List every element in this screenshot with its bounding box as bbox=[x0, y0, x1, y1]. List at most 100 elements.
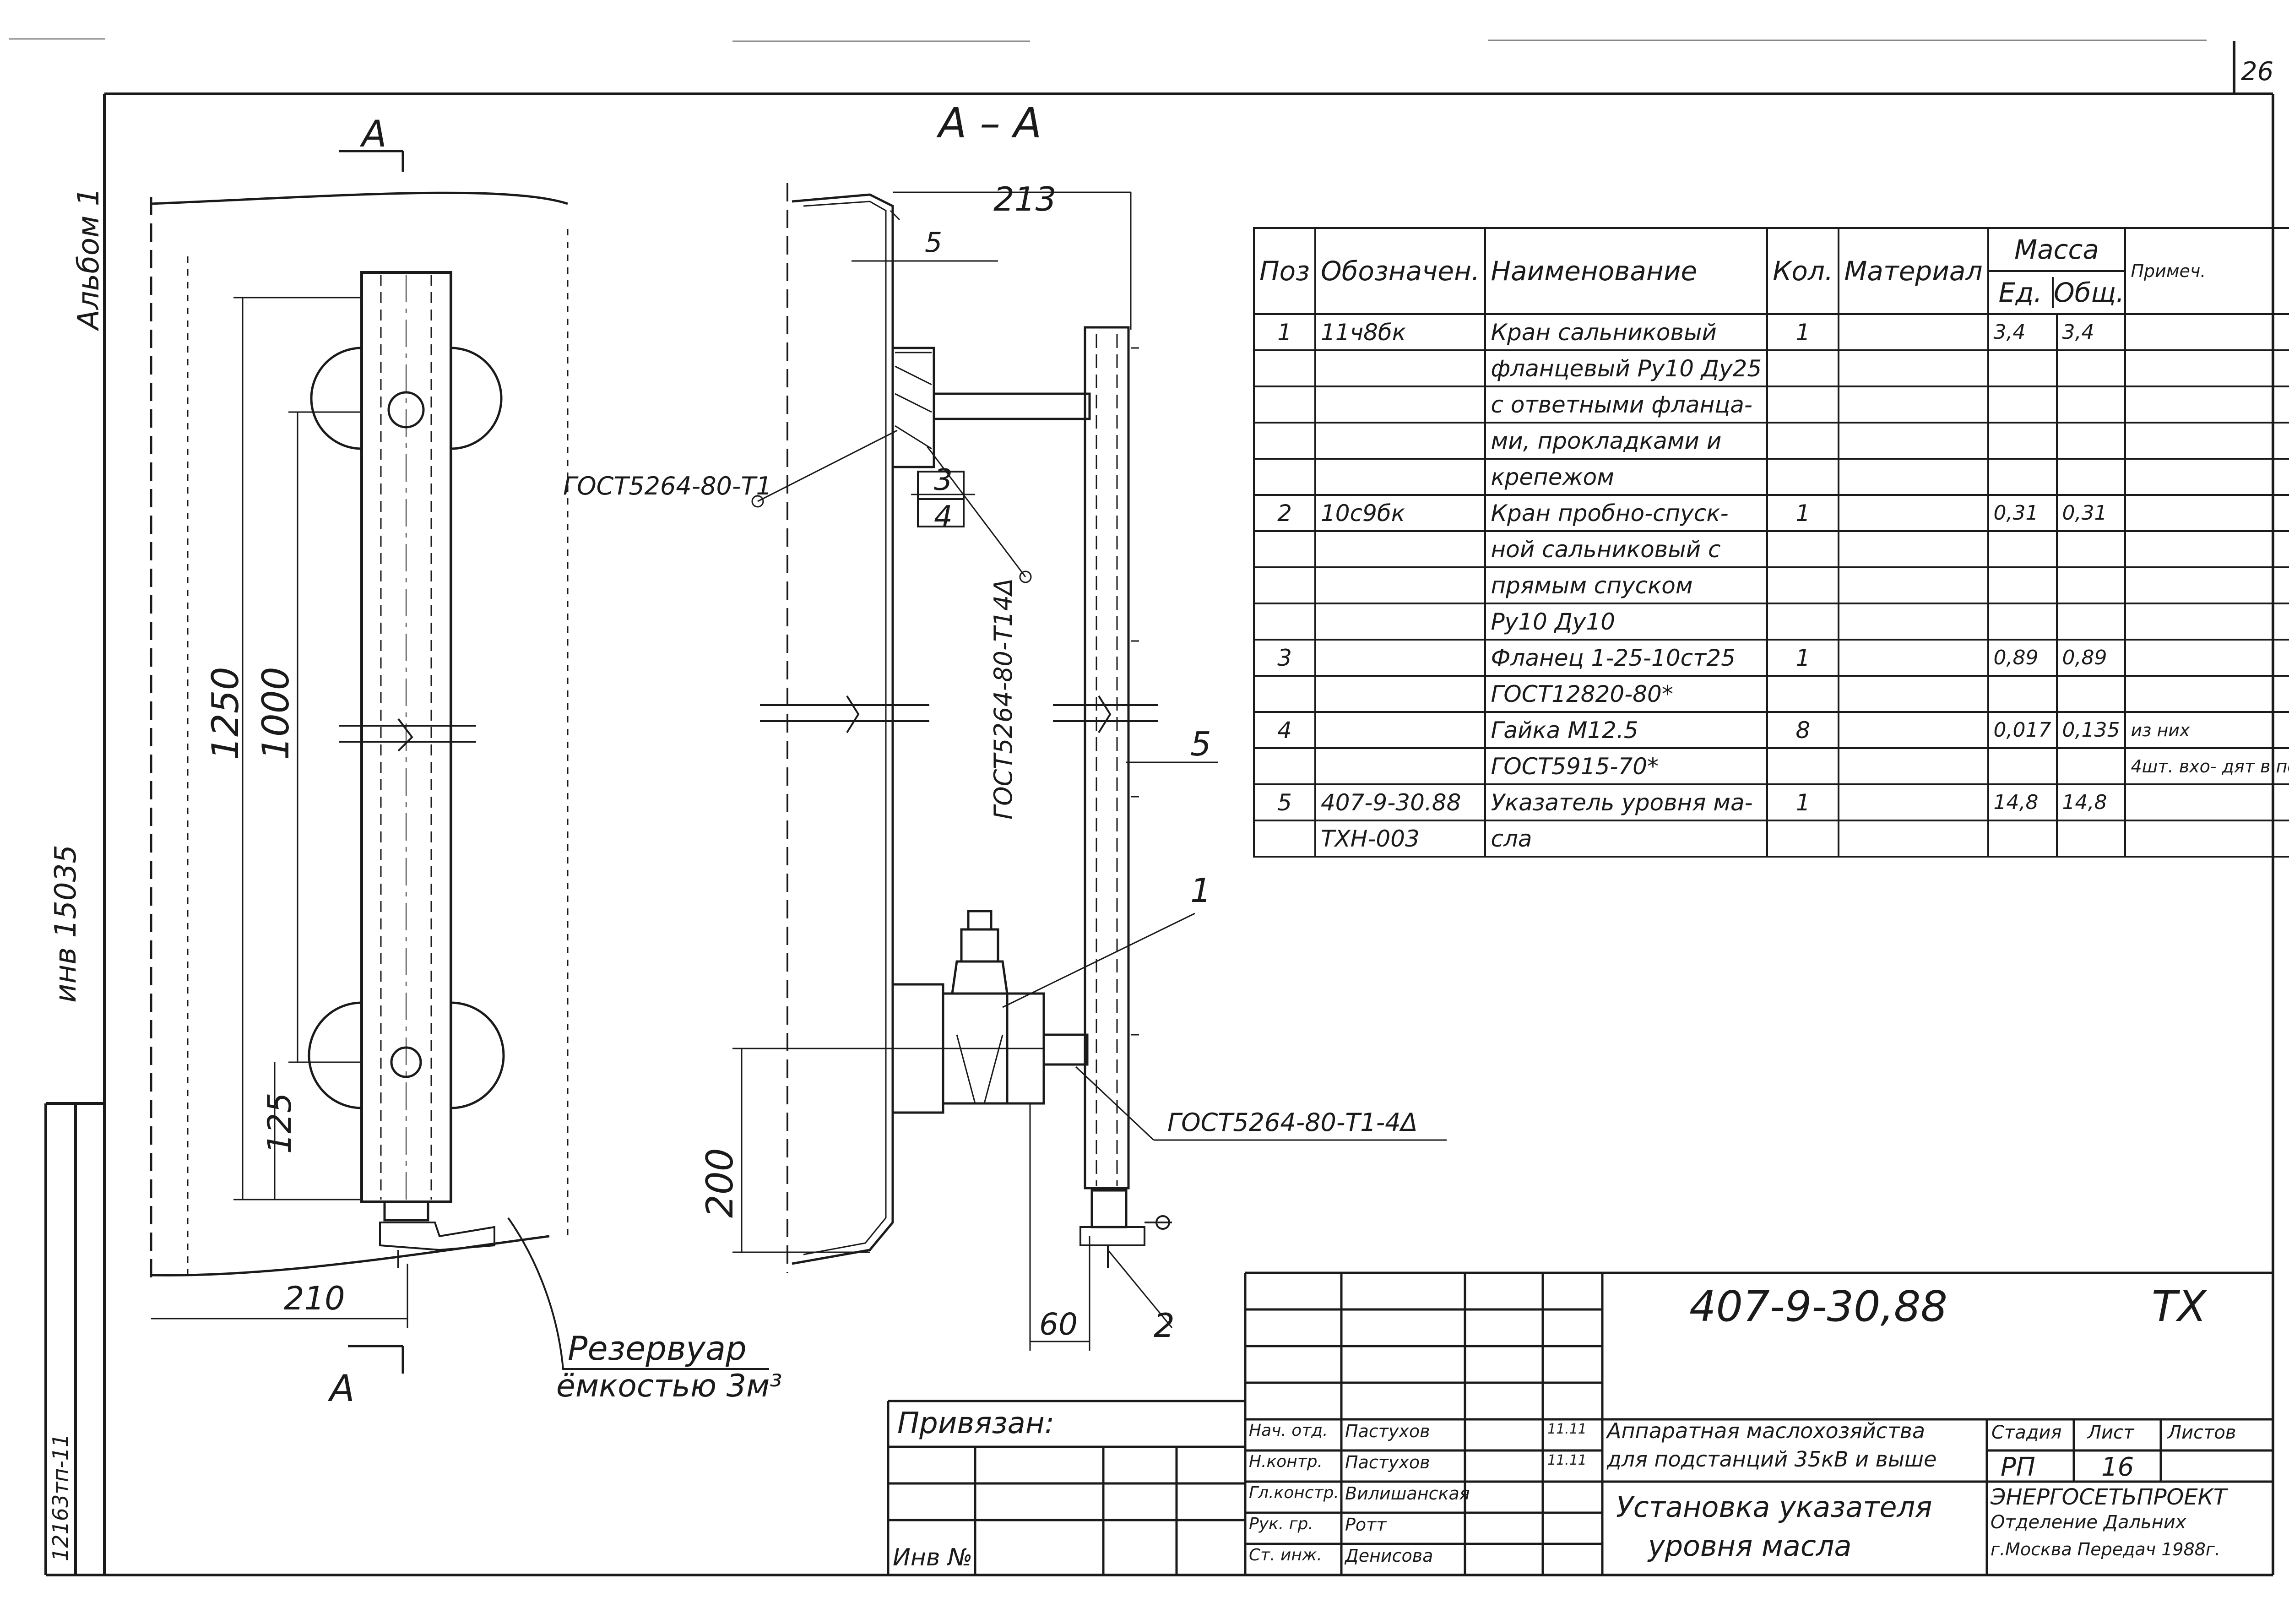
section-view bbox=[732, 183, 1447, 1351]
cell-pos bbox=[1253, 747, 1316, 785]
side-code: 12163тп-11 bbox=[48, 1434, 73, 1561]
leader-pos2: 2 bbox=[1154, 1306, 1175, 1345]
cell-mass-unit: 0,31 bbox=[1987, 494, 2058, 532]
cell-mass-unit bbox=[1987, 422, 2058, 460]
dim-213: 213 bbox=[993, 180, 1056, 218]
cell-material bbox=[1838, 783, 1989, 821]
cell-mass-total: 3,4 bbox=[2056, 313, 2126, 351]
spec-row: с ответными фланца- bbox=[1253, 386, 2289, 424]
cell-mass-total bbox=[2056, 675, 2126, 713]
cell-note bbox=[2124, 530, 2289, 568]
sheets-label: Листов bbox=[2168, 1422, 2236, 1443]
role-name: Вилишанская bbox=[1345, 1483, 1470, 1504]
cell-mass-total: 0,31 bbox=[2056, 494, 2126, 532]
cell-note bbox=[2124, 820, 2289, 858]
cell-mass-unit: 0,89 bbox=[1987, 639, 2058, 677]
cell-mass-unit bbox=[1987, 603, 2058, 641]
cell-mass-total bbox=[2056, 747, 2126, 785]
title-block-grid bbox=[887, 1271, 2273, 1575]
spec-row: ми, прокладками и bbox=[1253, 422, 2289, 460]
header-material: Материал bbox=[1838, 227, 1989, 315]
cell-qty bbox=[1766, 386, 1840, 424]
cell-note bbox=[2124, 566, 2289, 604]
doc-type: ТХ bbox=[2152, 1282, 2207, 1331]
cell-note bbox=[2124, 675, 2289, 713]
cell-note bbox=[2124, 603, 2289, 641]
cell-designation bbox=[1314, 422, 1486, 460]
cell-material bbox=[1838, 566, 1989, 604]
sheet-number: 26 bbox=[2241, 57, 2273, 87]
cell-pos bbox=[1253, 422, 1316, 460]
cell-material bbox=[1838, 494, 1989, 532]
cell-pos bbox=[1253, 349, 1316, 387]
cell-note bbox=[2124, 458, 2289, 496]
cell-qty: 1 bbox=[1766, 783, 1840, 821]
cell-qty bbox=[1766, 458, 1840, 496]
header-mass: Масса Ед. Общ. bbox=[1987, 227, 2126, 315]
cell-name: Фланец 1-25-10ст25 bbox=[1484, 639, 1768, 677]
specification-table: Поз Обозначен. Наименование Кол. Материа… bbox=[1253, 227, 2289, 858]
cell-name: Кран пробно-спуск- bbox=[1484, 494, 1768, 532]
dim-125: 125 bbox=[261, 1092, 298, 1154]
role-name: Денисова bbox=[1345, 1546, 1433, 1566]
cell-mass-unit bbox=[1987, 349, 2058, 387]
cell-note: из них bbox=[2124, 711, 2289, 749]
cell-pos bbox=[1253, 603, 1316, 641]
cell-mass-total bbox=[2056, 458, 2126, 496]
cell-material bbox=[1838, 675, 1989, 713]
header-pos: Поз bbox=[1253, 227, 1316, 315]
cell-qty bbox=[1766, 422, 1840, 460]
section-mark-top: А bbox=[359, 113, 387, 155]
cell-designation bbox=[1314, 603, 1486, 641]
cell-mass-unit: 3,4 bbox=[1987, 313, 2058, 351]
dim-1250: 1250 bbox=[204, 667, 247, 760]
header-mass-label: Масса bbox=[2014, 234, 2099, 265]
leader-pos1: 1 bbox=[1190, 871, 1211, 910]
spec-row: Ру10 Ду10 bbox=[1253, 603, 2289, 641]
cell-mass-total bbox=[2056, 566, 2126, 604]
cell-name: ной сальниковый с bbox=[1484, 530, 1768, 568]
cell-designation bbox=[1314, 566, 1486, 604]
inv-no-label: Инв № bbox=[893, 1544, 973, 1571]
cell-qty: 1 bbox=[1766, 313, 1840, 351]
dim-1000: 1000 bbox=[255, 667, 297, 760]
cell-name: с ответными фланца- bbox=[1484, 386, 1768, 424]
cell-note bbox=[2124, 386, 2289, 424]
gost-leader-1: ГОСТ5264-80-Т1 bbox=[563, 472, 772, 500]
role-label: Гл.констр. bbox=[1249, 1483, 1339, 1502]
inv-label: инв 15035 bbox=[49, 845, 83, 1003]
cell-mass-unit bbox=[1987, 458, 2058, 496]
cell-designation bbox=[1314, 349, 1486, 387]
header-mass-unit: Ед. bbox=[1998, 277, 2042, 308]
header-mass-total: Общ. bbox=[2051, 277, 2123, 308]
cell-pos bbox=[1253, 820, 1316, 858]
cell-material bbox=[1838, 639, 1989, 677]
stage-label: Стадия bbox=[1991, 1422, 2062, 1443]
cell-name: Кран сальниковый bbox=[1484, 313, 1768, 351]
header-note: Примеч. bbox=[2124, 227, 2289, 315]
stage-value: РП bbox=[2001, 1452, 2035, 1482]
cell-material bbox=[1838, 747, 1989, 785]
tank-label-line2: ёмкостью 3м³ bbox=[556, 1368, 782, 1404]
cell-material bbox=[1838, 530, 1989, 568]
cell-qty bbox=[1766, 820, 1840, 858]
cell-material bbox=[1838, 313, 1989, 351]
sheet-title-2: уровня масла bbox=[1648, 1529, 1852, 1563]
role-date: 11.11 bbox=[1547, 1421, 1587, 1437]
spec-row: крепежом bbox=[1253, 458, 2289, 496]
cell-name: Указатель уровня ма- bbox=[1484, 783, 1768, 821]
role-name: Пастухов bbox=[1345, 1452, 1430, 1472]
cell-designation: 407-9-30.88 bbox=[1314, 783, 1486, 821]
cell-pos: 3 bbox=[1253, 639, 1316, 677]
role-label: Ст. инж. bbox=[1249, 1546, 1322, 1564]
leader-pos5: 5 bbox=[1190, 725, 1211, 763]
dim-210: 210 bbox=[284, 1280, 345, 1317]
dim-5: 5 bbox=[925, 227, 942, 259]
cell-qty bbox=[1766, 747, 1840, 785]
cell-pos bbox=[1253, 675, 1316, 713]
cell-mass-total bbox=[2056, 422, 2126, 460]
role-name: Ротт bbox=[1345, 1515, 1387, 1535]
header-name: Наименование bbox=[1484, 227, 1768, 315]
gost-leader-vertical: ГОСТ5264-80-Т14Δ bbox=[989, 578, 1018, 820]
